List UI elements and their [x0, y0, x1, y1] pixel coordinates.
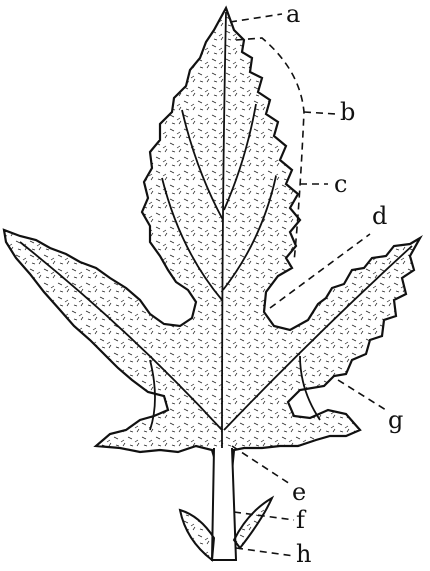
leaf-outline: [4, 8, 420, 470]
leader-a: [230, 14, 282, 22]
stipule-right: [234, 498, 272, 548]
leaf-blade: [4, 8, 420, 470]
label-c: c: [334, 170, 347, 198]
label-a: a: [286, 0, 300, 28]
leader-h: [236, 548, 294, 556]
label-d: d: [372, 202, 387, 230]
petiole: [212, 448, 236, 560]
leader-g: [338, 380, 386, 410]
leader-b: [304, 112, 336, 114]
label-b: b: [340, 98, 355, 126]
label-h: h: [296, 540, 311, 568]
leader-e: [232, 446, 290, 484]
label-e: e: [292, 478, 306, 506]
label-g: g: [388, 406, 403, 434]
petiole-and-stipules: [180, 448, 272, 560]
stipule-left: [180, 510, 214, 560]
label-f: f: [296, 506, 307, 534]
